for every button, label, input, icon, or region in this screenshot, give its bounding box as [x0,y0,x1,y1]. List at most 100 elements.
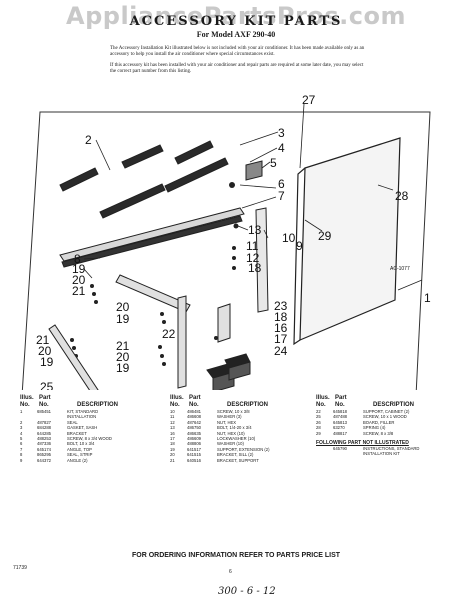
filler-board [293,137,401,346]
parts-no: 8 [20,452,23,458]
callout-11: 11 [246,239,259,253]
intro-text: The Accessory Installation Kit illustrat… [110,46,370,80]
parts-no: 25 [316,414,321,420]
parts-desc: BRACKET, SUPPORT [217,457,259,463]
callout-21b: 21 [36,333,50,347]
parts-row: 12 487642 NUT, HEX [170,420,320,425]
ac-label: AC-1077 [390,266,410,272]
parts-no: 12 [170,419,175,425]
callout-8: 8 [74,252,81,266]
page-title: ACCESSORY KIT PARTS [129,14,343,29]
parts-no: 18 [170,441,175,447]
parts-desc: SPRING (4) [363,425,386,431]
parts-desc: SCREW, 8 x 3/4 WOOD [67,436,112,442]
upright-angle [255,207,269,313]
parts-part: 63270 [333,425,345,431]
parts-desc: NUT, HEX [217,419,237,425]
support-brackets [48,274,231,390]
parts-row: 11 486608 WASHER (3) [170,414,320,419]
parts-row: 2 487827 SEAL [20,420,170,425]
fasteners [70,182,239,366]
parts-part: 486635 [187,430,201,436]
callout-1: 1 [424,291,431,305]
callout-18b: 18 [274,310,288,324]
parts-desc: SUPPORT, EXTENSION (2) [217,446,270,452]
parts-no: 22 [316,409,321,414]
parts-header-1: Illus.Part [20,395,51,401]
seal-strips [59,140,229,219]
parts-no: 7 [20,446,23,452]
parts-no: 26 [316,419,321,425]
callout-20: 20 [72,273,86,287]
parts-part: 487827 [37,419,51,425]
parts-part: 488253 [37,436,51,442]
parts-part: 487642 [187,419,201,425]
parts-desc: BRACKET [67,430,87,436]
parts-desc: ANGLE (2) [67,457,88,463]
callout-13: 13 [248,223,262,237]
callout-23: 23 [274,299,288,313]
not-illustrated-note: FOLLOWING PART NOT ILLUSTRATED [316,440,409,447]
parts-desc: WASHER (3) [217,414,242,420]
parts-desc: SEAL, STRIP [67,452,93,458]
parts-desc: BOLT, 10 x 3/4 [67,441,95,447]
intro-paragraph-1: The Accessory Installation Kit illustrat… [110,46,365,57]
top-angle [59,207,245,268]
callout-19c: 19 [40,355,54,369]
parts-header-3: Illus.Part [316,395,347,401]
parts-no: 19 [170,446,175,452]
parts-desc: BOARD, FILLER [363,419,395,425]
parts-desc: GASKET, SASH [67,425,98,431]
parts-desc: SCREW, 8 x 3/8 [363,430,394,436]
parts-no: 20 [170,452,175,458]
parts-no: 17 [170,436,175,442]
parts-no: 2 [20,419,23,425]
parts-part: 865295 [37,452,51,458]
parts-part: 486608 [187,414,201,420]
parts-part: 488817 [333,430,347,436]
parts-row: 1 685451 KIT, STANDARD [20,409,170,414]
callout-2: 2 [85,133,92,147]
parts-part: 486750 [187,425,201,431]
parts-desc: KIT, STANDARD [67,409,99,414]
parts-no: 11 [170,414,175,420]
parts-desc: SEAL [67,419,78,425]
parts-no: 16 [170,430,175,436]
parts-no: 9 [20,457,23,463]
parts-row: 5 488253 SCREW, 8 x 3/4 WOOD [20,436,170,441]
parts-row: 28 63270 SPRING (4) [316,425,466,430]
parts-desc: INSTRUCTIONS, STANDARD [363,446,420,452]
callout-17: 17 [274,332,288,346]
page-mark: 6 [229,569,232,575]
callout-6: 6 [278,177,285,191]
callout-24: 24 [274,344,288,358]
parts-no: 28 [316,425,321,431]
parts-no: 5 [20,436,23,442]
callout-20d: 20 [116,350,130,364]
leader-lines [83,103,423,291]
intro-paragraph-2: If this accessory kit has been installed… [110,63,364,74]
callout-19d: 19 [116,361,130,375]
parts-part: 486609 [187,436,201,442]
callout-4: 4 [278,141,285,155]
parts-desc: LOCKWASHER (10) [217,436,256,442]
parts-no: 1 [20,409,23,414]
parts-part: 641515 [187,452,201,458]
parts-part: 685451 [37,409,51,414]
parts-part: 487336 [37,441,51,447]
parts-desc: INSTALLATION [67,414,97,420]
